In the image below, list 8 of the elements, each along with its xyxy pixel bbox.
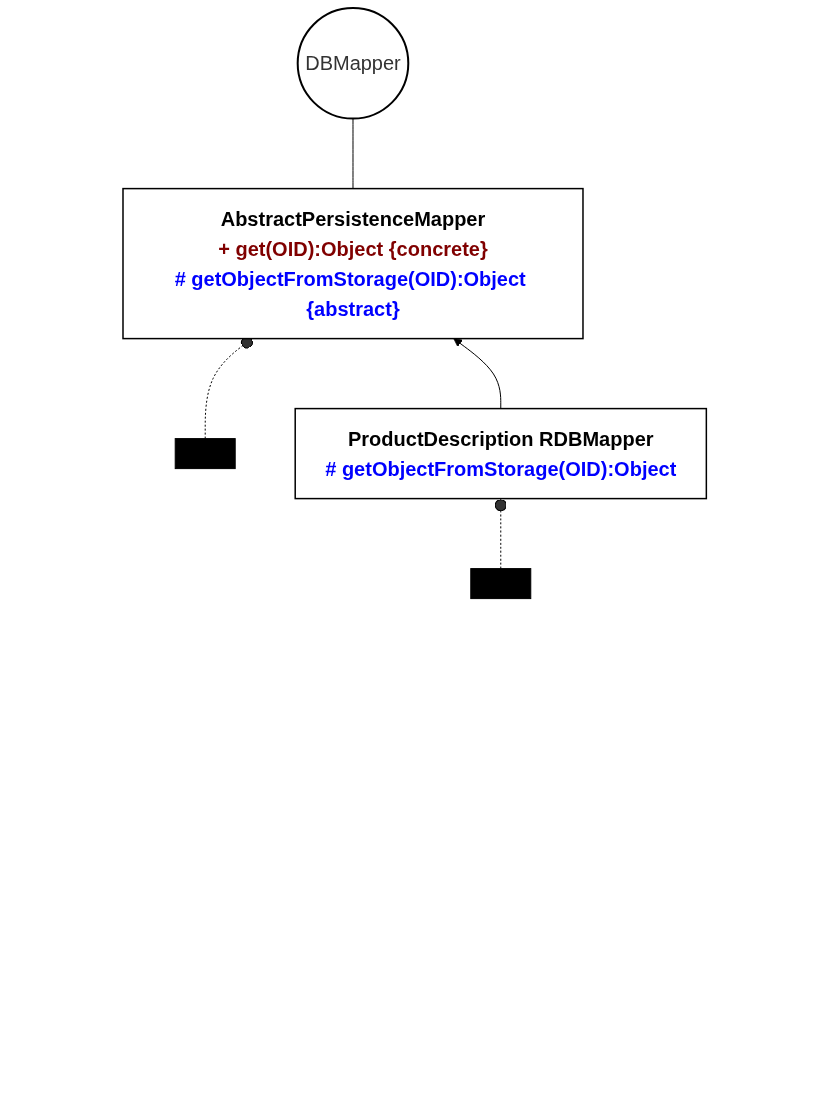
node-box: ProductDescription RDBMapper # getObjectFromStorage(OID):Object bbox=[294, 407, 707, 500]
node-bar bbox=[174, 438, 236, 470]
node-circle: DBMapper bbox=[296, 7, 410, 120]
node-bar bbox=[470, 568, 532, 600]
connector bbox=[352, 118, 354, 190]
connector bbox=[494, 498, 507, 570]
arrow bbox=[453, 338, 502, 410]
node-box: AbstractPersistenceMapper + get(OID):Object {concrete} # getObjectFromStorage(OID):Object {abstract} bbox=[122, 187, 584, 340]
